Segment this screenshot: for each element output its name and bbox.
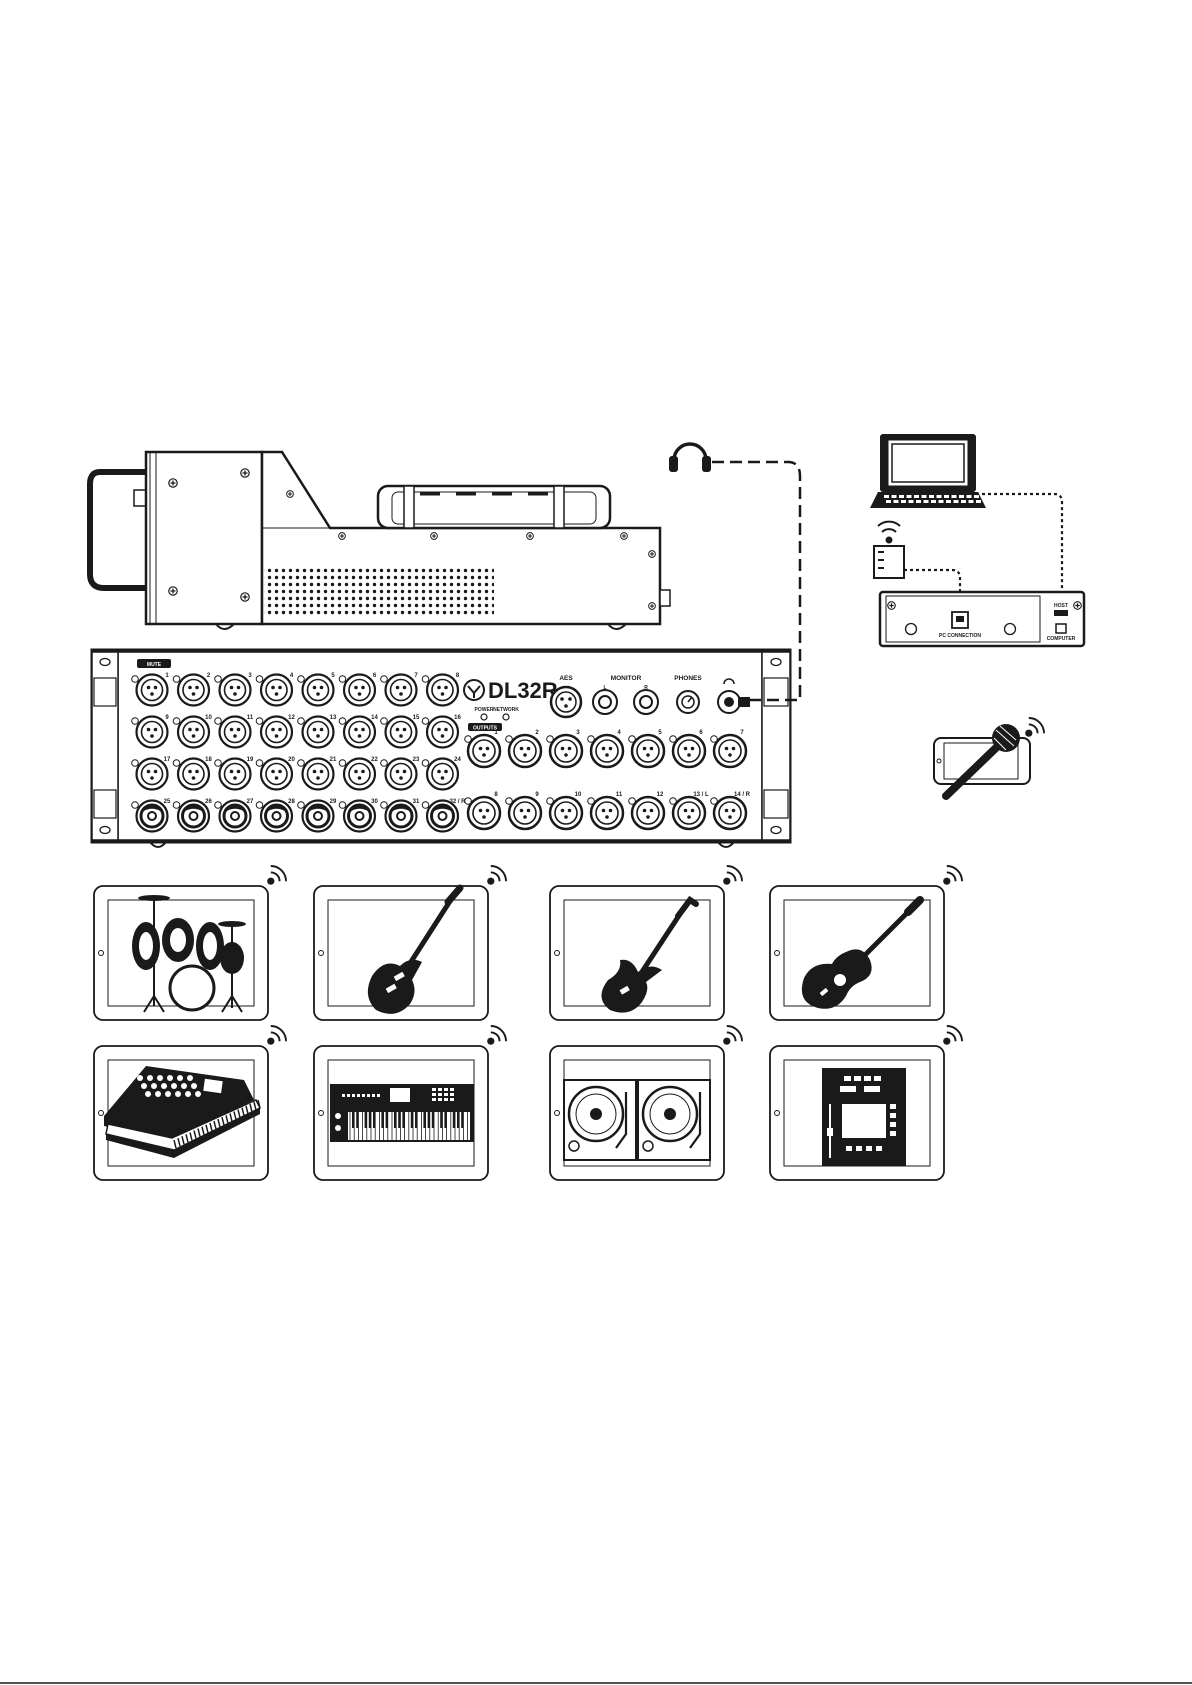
input-number-label: 20 [288, 757, 295, 763]
output-number-label: 12 [657, 792, 664, 798]
keyboard-workstation-icon [314, 1026, 506, 1180]
drum-kit-icon [94, 866, 286, 1020]
bass-guitar-icon [314, 866, 506, 1020]
rear-connection-panel: PC CONNECTION HOST COMPUTER [880, 592, 1084, 646]
aes-label: AES [559, 675, 573, 682]
input-number-label: 23 [413, 757, 420, 763]
input-number-label: 22 [371, 757, 378, 763]
mute-label: MUTE [147, 662, 162, 668]
phones-label: PHONES [674, 675, 702, 682]
mixer-side-view [90, 452, 670, 629]
network-led [503, 714, 509, 720]
keyboard-workstation-icon-art [330, 1084, 474, 1142]
monitor-left-jack [593, 690, 617, 714]
input-number-label: 15 [413, 715, 420, 721]
wireless-signal-icon [723, 1026, 742, 1045]
network-led-label: NETWORK [493, 707, 519, 713]
drum-machine-icon-art [822, 1068, 906, 1166]
input-number-label: 11 [247, 715, 254, 721]
phones-level-knob [677, 691, 699, 713]
turntables-icon [550, 1026, 742, 1180]
input-number-label: 19 [247, 757, 254, 763]
input-number-label: 28 [288, 799, 295, 805]
input-number-label: 13 [330, 715, 337, 721]
input-number-label: 25 [164, 799, 171, 805]
usb-host-label: HOST [1054, 603, 1068, 609]
network-port-label: PC CONNECTION [939, 633, 981, 639]
power-led-label: POWER [475, 707, 494, 713]
output-number-label: 10 [575, 792, 582, 798]
wireless-signal-icon [267, 866, 286, 885]
wireless-signal-icon [943, 866, 962, 885]
input-number-label: 18 [205, 757, 212, 763]
usb-computer-port [1056, 624, 1066, 633]
input-number-label: 10 [205, 715, 212, 721]
smartphone-microphone-icon [934, 718, 1044, 796]
input-number-label: 24 [454, 757, 461, 763]
power-led [481, 714, 487, 720]
wireless-signal-icon [723, 866, 742, 885]
input-number-label: 30 [371, 799, 378, 805]
input-number-label: 27 [247, 799, 254, 805]
input-number-label: 14 [371, 715, 378, 721]
input-number-label: 17 [164, 757, 171, 763]
input-number-label: 12 [288, 715, 295, 721]
monitor-label: MONITOR [611, 675, 642, 682]
input-number-label: 21 [330, 757, 337, 763]
turntables-icon-art [564, 1080, 710, 1160]
input-number-label: 32 / R [449, 799, 466, 805]
monitor-right-jack [634, 690, 658, 714]
wireless-router-icon [874, 522, 904, 578]
output-number-label: 11 [616, 792, 623, 798]
electric-guitar-icon [550, 866, 742, 1020]
laptop-icon [870, 434, 986, 508]
input-number-label: 29 [330, 799, 337, 805]
input-number-label: 26 [205, 799, 212, 805]
drum-machine-icon [770, 1026, 962, 1180]
aes-jack [551, 687, 581, 717]
usb-host-port [1054, 610, 1068, 616]
wireless-signal-icon [487, 866, 506, 885]
input-number-label: 16 [454, 715, 461, 721]
wireless-signal-icon [487, 1026, 506, 1045]
acoustic-guitar-icon [770, 866, 962, 1020]
output-number-label: 14 / R [734, 792, 751, 798]
wireless-signal-icon [943, 1026, 962, 1045]
headphones-icon [669, 444, 711, 472]
mackie-logo [464, 680, 484, 700]
synthesizer-icon [94, 1026, 286, 1180]
output-number-label: 13 / L [693, 792, 709, 798]
input-number-label: 31 [413, 799, 420, 805]
brand-label: DL32R [488, 678, 558, 703]
wireless-signal-icon [267, 1026, 286, 1045]
wireless-tablets [94, 866, 962, 1180]
usb-computer-label: COMPUTER [1047, 636, 1076, 642]
